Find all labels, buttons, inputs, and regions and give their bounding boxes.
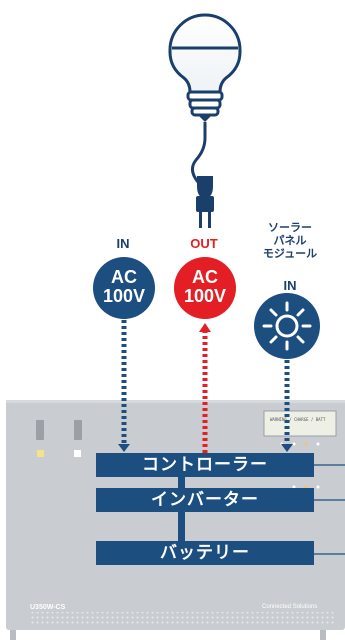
ac-out-label: OUT [190,236,218,251]
ac-in-text: AC 100V [93,268,155,306]
sun-icon [254,293,320,359]
solar-in-arrow [281,360,293,452]
light-bulb-icon [168,13,242,122]
controller-inverter-connector [178,475,185,490]
device-display: WARNING / CHARGE / BATT [270,417,326,422]
leader-lines [314,464,345,555]
ac-in-text-line2: 100V [102,286,146,306]
solar-label-line2: パネル [273,235,307,247]
ac-out-arrow [199,323,211,455]
solar-label-line1: ソーラー [268,222,312,234]
inverter-bar: インバーター [96,488,314,512]
brand-label: Connected Solutions [262,604,318,610]
ac-out-circle [174,257,236,319]
solar-in-label: IN [283,278,297,293]
ac-in-label: IN [116,236,130,251]
solar-label-line3: モジュール [262,248,318,260]
ac-in-circle [93,257,155,319]
ac-out-text: AC 100V [174,268,236,306]
ac-out-text-line1: AC [192,267,218,287]
solar-panel-label: ソーラー パネル モジュール [250,222,330,261]
ac-out-text-line2: 100V [183,286,227,306]
battery-bar: バッテリー [96,541,314,565]
inverter-battery-connector [178,510,185,542]
ac-in-text-line1: AC [111,267,137,287]
ac-in-arrow [118,320,130,452]
model-label: U350W-CS [30,604,66,611]
controller-bar: コントローラー [96,453,314,477]
power-plug-icon [191,122,214,228]
